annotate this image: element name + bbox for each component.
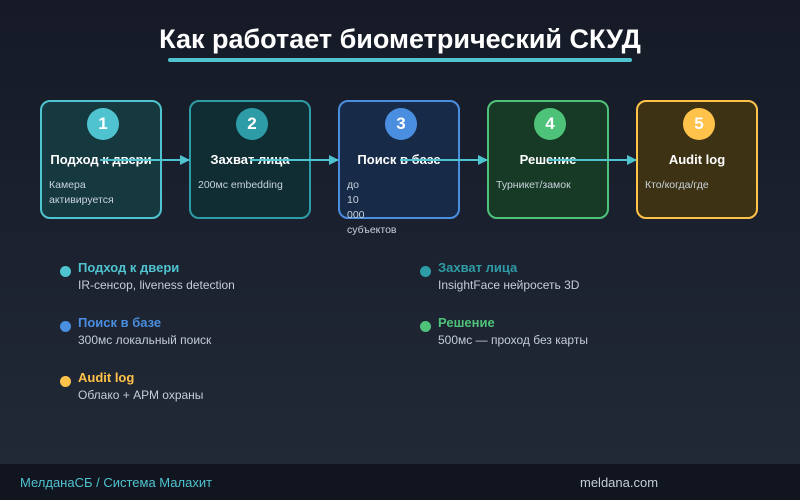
title-underline [168,58,632,62]
step-number-badge: 2 [236,108,268,140]
detail-title: Audit log [78,370,135,385]
detail-title: Поиск в базе [78,315,162,330]
footer-brand: МелданаСБ / Система Малахит [20,475,213,490]
detail-title: Подход к двери [78,260,180,275]
step-title: Захват лица [210,152,290,167]
step-description: Камера активируется [49,179,114,206]
detail-description: Облако + АРМ охраны [78,388,204,402]
bullet-dot [420,321,431,332]
detail-description: InsightFace нейросеть 3D [438,278,580,292]
step-number-badge: 5 [683,108,715,140]
detail-title: Решение [438,315,495,330]
bullet-dot [60,376,71,387]
detail-title: Захват лица [438,260,518,275]
bullet-dot [420,266,431,277]
footer-website-link[interactable]: meldana.com [580,475,659,490]
step-title: Audit log [668,152,726,167]
step-description: Турникет/замок [496,179,571,191]
detail-description: 300мс локальный поиск [78,333,212,347]
step-number-badge: 4 [534,108,566,140]
bullet-dot [60,321,71,332]
footer-bar: МелданаСБ / Система Малахит meldana.com [0,464,800,500]
detail-description: IR-сенсор, liveness detection [78,278,235,292]
step-description: 200мс embedding [198,179,283,191]
step-description: Кто/когда/где [645,179,709,191]
step-card-5: 5 Audit log Кто/когда/где [636,100,758,219]
step-title: Поиск в базе [357,152,441,167]
step-number-badge: 3 [385,108,417,140]
step-number-badge: 1 [87,108,119,140]
detail-description: 500мс — проход без карты [438,333,588,347]
bullet-dot [60,266,71,277]
page-title: Как работает биометрический СКУД [159,24,641,54]
